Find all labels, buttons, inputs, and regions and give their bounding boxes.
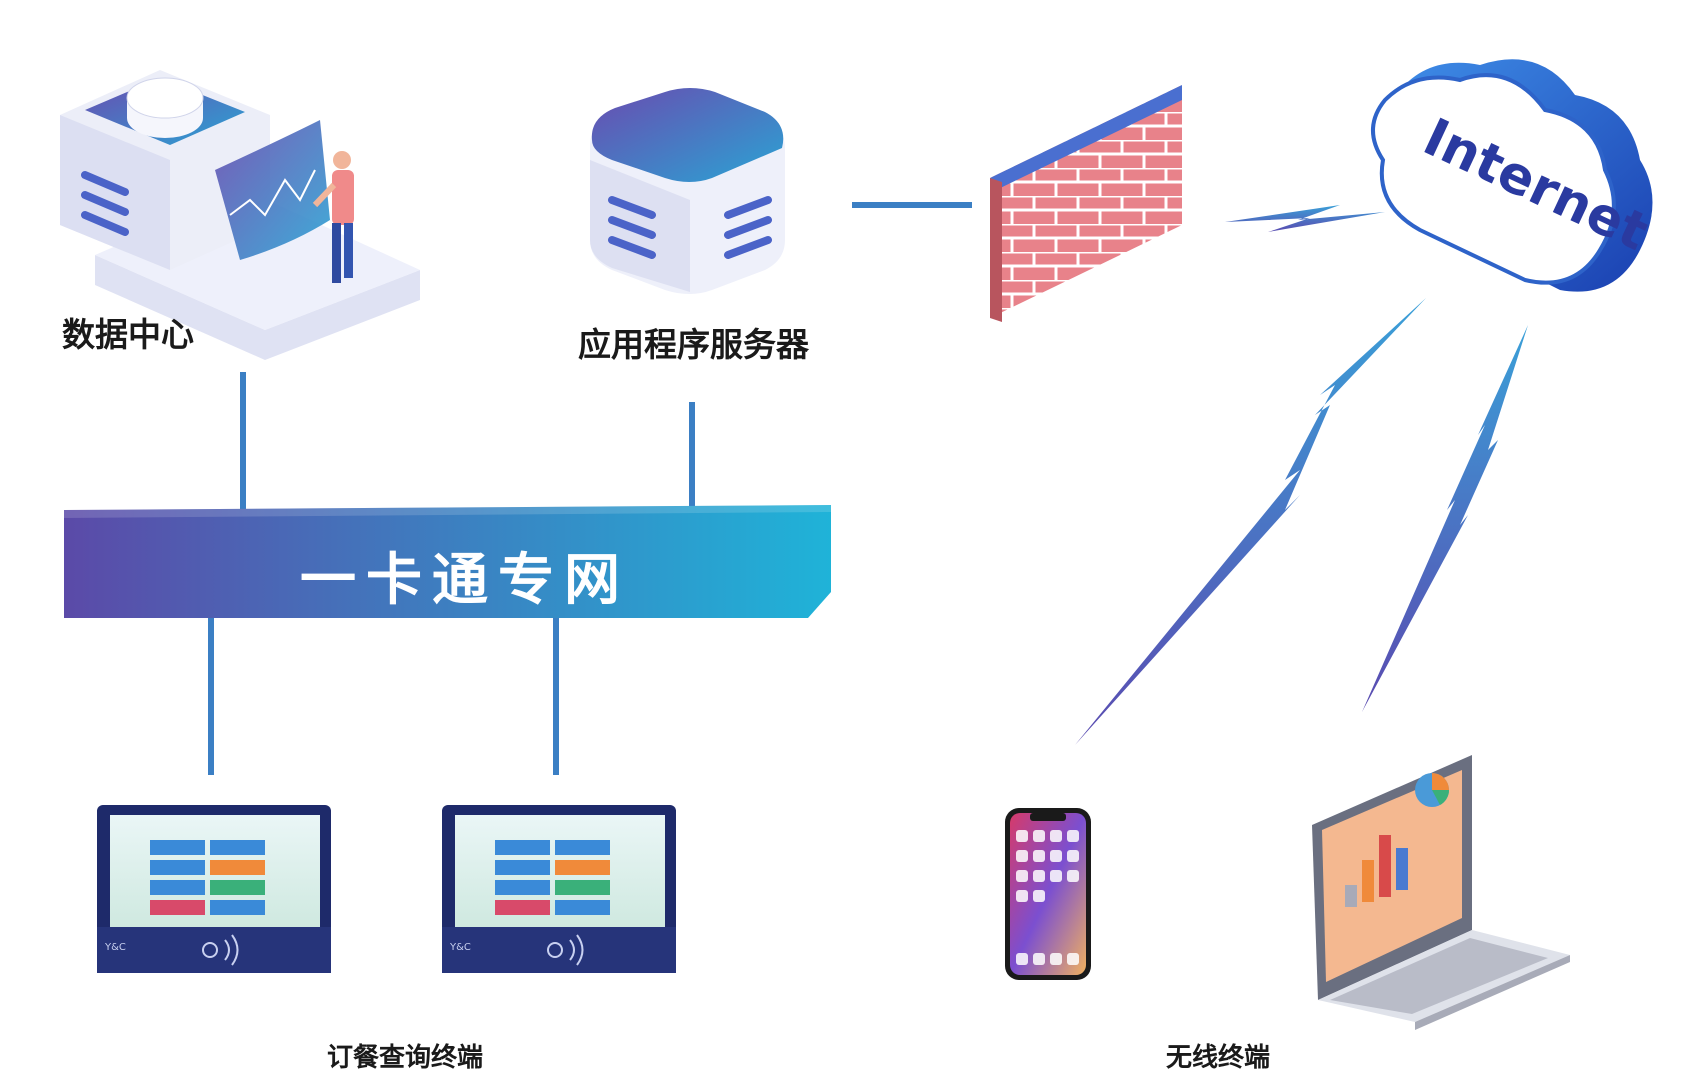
wireless-terminal-label: 无线终端 bbox=[1166, 1043, 1271, 1073]
app-server-label: 应用程序服务器 bbox=[578, 325, 809, 364]
ordering-terminal-label: 订餐查询终端 bbox=[327, 1043, 484, 1073]
terminal-2-brand: Y&C bbox=[449, 942, 471, 953]
datacenter-label: 数据中心 bbox=[62, 315, 194, 354]
cloud-icon: Internet bbox=[1371, 59, 1657, 292]
connection-lines bbox=[208, 202, 972, 775]
kiosk-icon: Y&C Y&C bbox=[97, 805, 676, 973]
firewall-icon bbox=[990, 85, 1182, 322]
phone-icon bbox=[1005, 808, 1091, 980]
private-network-banner bbox=[64, 505, 831, 618]
server-icon bbox=[590, 88, 785, 294]
terminal-2: Y&C bbox=[442, 805, 676, 973]
laptop-icon bbox=[1312, 755, 1570, 1030]
terminal-1: Y&C bbox=[97, 805, 331, 973]
laptop-screen-chart bbox=[1345, 773, 1450, 907]
datacenter-icon bbox=[60, 70, 420, 360]
private-network-label: 一卡通专网 bbox=[300, 548, 630, 613]
lightning-icon bbox=[1075, 205, 1528, 745]
terminal-1-brand: Y&C bbox=[104, 942, 126, 953]
